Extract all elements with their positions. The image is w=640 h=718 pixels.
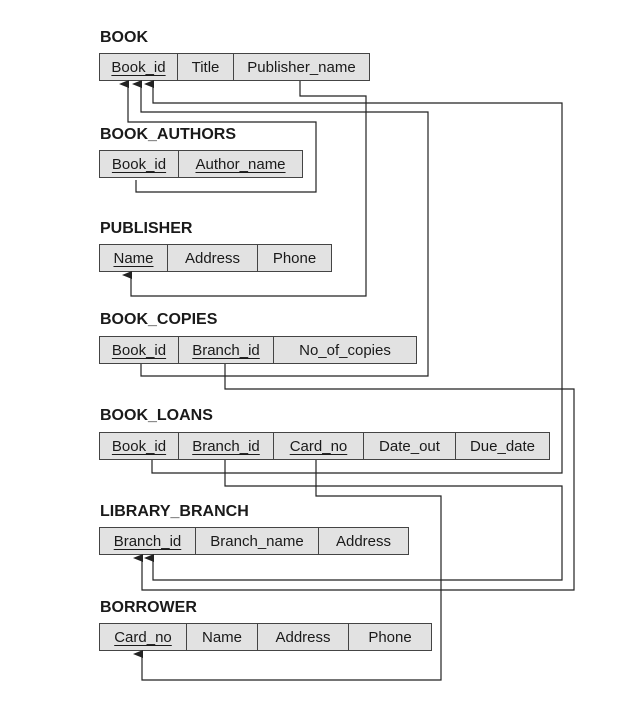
relation-title-library-branch: LIBRARY_BRANCH — [100, 503, 249, 520]
attr-address: Address — [168, 245, 258, 271]
attr-name: Name — [100, 245, 168, 271]
relation-title-book-authors: BOOK_AUTHORS — [100, 126, 237, 143]
relation-borrower: Card_no Name Address Phone — [99, 623, 432, 651]
attr-phone: Phone — [368, 628, 412, 646]
attr-publisher-name: Publisher_name — [247, 58, 356, 76]
relation-title-book-loans: BOOK_LOANS — [100, 407, 213, 424]
link-book-loans-to-book — [144, 80, 563, 474]
attr-due-date: Due_date — [469, 437, 536, 455]
attr-card-no: Card_no — [274, 433, 364, 459]
attr-author-name: Author_name — [195, 155, 286, 173]
link-book-loans-to-library-branch — [144, 460, 563, 581]
attr-branch-id: Branch_id — [100, 528, 196, 554]
attr-branch-id: Branch_id — [179, 433, 274, 459]
link-book-copies-to-library-branch — [133, 364, 575, 591]
relation-title-book-copies: BOOK_COPIES — [100, 311, 218, 328]
attr-book-id: Book_id — [100, 433, 179, 459]
attr-address: Address — [335, 532, 392, 550]
attr-branch-id: Branch_id — [179, 337, 274, 363]
attr-book-id: Book_id — [100, 151, 179, 177]
relation-title-publisher: PUBLISHER — [100, 220, 193, 237]
link-book-loans-to-borrower — [133, 460, 442, 681]
attr-no-of-copies: No_of_copies — [299, 341, 391, 359]
attr-name: Name — [187, 624, 258, 650]
relation-book: Book_id Title Publisher_name — [99, 53, 370, 81]
attr-address: Address — [258, 624, 349, 650]
attr-book-id: Book_id — [100, 54, 178, 80]
link-book-to-publisher — [122, 81, 367, 297]
relation-library-branch: Branch_id Branch_name Address — [99, 527, 409, 555]
link-book-authors-to-book — [119, 80, 317, 193]
attr-date-out: Date_out — [364, 433, 456, 459]
attr-title: Title — [178, 54, 234, 80]
relation-book-authors: Book_id Author_name — [99, 150, 303, 178]
relation-publisher: Name Address Phone — [99, 244, 332, 272]
attr-card-no: Card_no — [100, 624, 187, 650]
relation-title-borrower: BORROWER — [100, 599, 197, 616]
attr-branch-name: Branch_name — [196, 528, 319, 554]
relation-book-loans: Book_id Branch_id Card_no Date_out Due_d… — [99, 432, 550, 460]
relation-book-copies: Book_id Branch_id No_of_copies — [99, 336, 417, 364]
link-book-copies-to-book — [132, 80, 429, 377]
attr-phone: Phone — [272, 249, 317, 267]
attr-book-id: Book_id — [100, 337, 179, 363]
relation-title-book: BOOK — [100, 29, 148, 46]
